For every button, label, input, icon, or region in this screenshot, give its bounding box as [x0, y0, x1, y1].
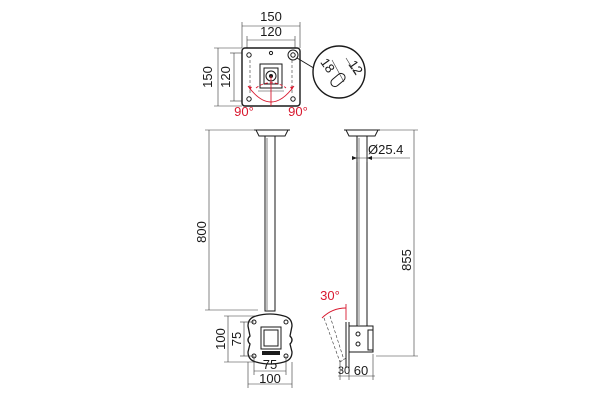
- side-view: Ø25.4 855 30° 30 60: [320, 129, 418, 380]
- plate-width-outer: 150: [260, 9, 282, 24]
- bracket-height-outer: 100: [213, 328, 228, 350]
- bracket-width-inner: 75: [263, 357, 277, 372]
- bracket-width-outer: 100: [259, 371, 281, 386]
- plate-height-inner: 120: [218, 66, 233, 88]
- hole-detail-dim-18: 18: [317, 55, 338, 75]
- pole-length-side: 855: [399, 249, 414, 271]
- plate-height-outer: 150: [200, 66, 215, 88]
- tilt-angle: 30°: [320, 288, 340, 303]
- rotation-angle-right: 90°: [288, 104, 308, 119]
- pole-length-front: 800: [194, 221, 209, 243]
- pole-diameter: Ø25.4: [368, 142, 403, 157]
- hole-detail-callout: [312, 45, 366, 99]
- side-pole: [356, 135, 368, 327]
- front-view: 800 100 75 75 100: [194, 129, 293, 388]
- bracket-depth-a: 30: [338, 365, 350, 377]
- top-plan-view: 150 120 150 120 90° 90°: [200, 9, 366, 119]
- bracket-depth-b: 60: [354, 363, 368, 378]
- bracket-height-inner: 75: [229, 332, 244, 346]
- hole-detail-dim-12: 12: [345, 57, 366, 77]
- rotation-angle-left: 90°: [234, 104, 254, 119]
- plate-width-inner: 120: [260, 24, 282, 39]
- front-pole: [264, 135, 276, 312]
